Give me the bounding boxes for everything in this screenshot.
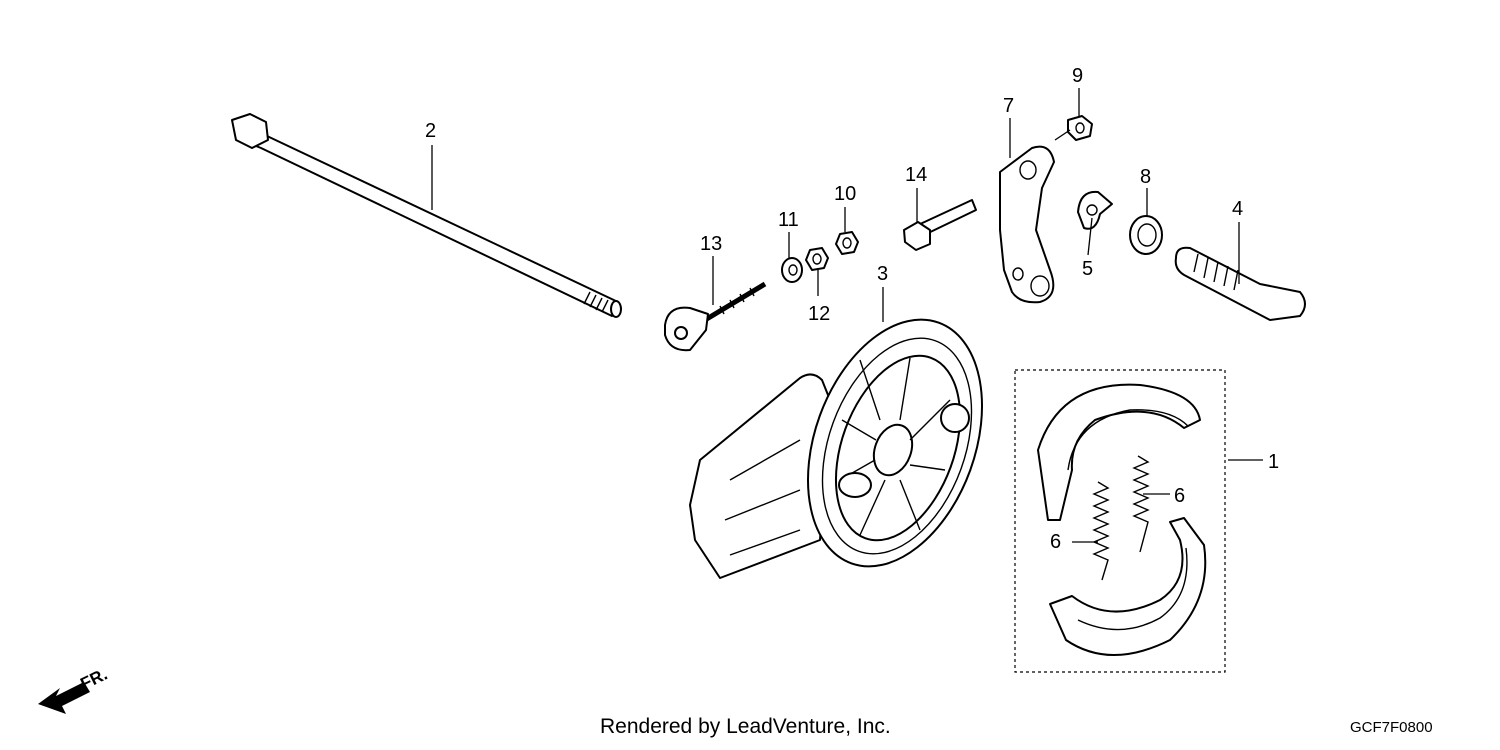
callout-2: 2 <box>425 120 436 142</box>
brake-panel-part-3[interactable] <box>689 295 1014 590</box>
callout-6b: 6 <box>1050 531 1061 553</box>
nut-part-11[interactable] <box>781 257 803 283</box>
bolt-part-14[interactable] <box>903 199 977 251</box>
spring-part-6-right[interactable] <box>1132 455 1150 553</box>
callout-8: 8 <box>1140 166 1151 188</box>
kit-boundary-part-1 <box>1014 369 1226 673</box>
brake-shoe-lower[interactable] <box>1049 517 1207 656</box>
callout-12: 12 <box>808 303 830 325</box>
callout-7: 7 <box>1003 95 1014 117</box>
callout-9: 9 <box>1072 65 1083 87</box>
callout-14: 14 <box>905 164 927 186</box>
nut-part-12[interactable] <box>805 247 829 271</box>
adjuster-bolt-part-13[interactable] <box>664 281 767 352</box>
spring-part-6-left[interactable] <box>1092 481 1110 581</box>
diagram-code: GCF7F0800 <box>1350 719 1433 736</box>
callout-11: 11 <box>778 209 799 231</box>
footer-credit: Rendered by LeadVenture, Inc. <box>600 715 891 738</box>
callout-3: 3 <box>877 263 888 285</box>
nut-part-10[interactable] <box>835 231 859 255</box>
callout-5: 5 <box>1082 258 1093 280</box>
brake-shoe-upper[interactable] <box>1037 383 1201 521</box>
callout-1: 1 <box>1268 451 1279 473</box>
callout-4: 4 <box>1232 198 1243 220</box>
brake-cam-part-4[interactable] <box>1174 246 1306 321</box>
brake-arm-part-7[interactable] <box>999 145 1055 304</box>
leader-lines <box>431 88 1263 543</box>
callout-13: 13 <box>700 233 722 255</box>
callout-6a: 6 <box>1174 485 1185 507</box>
front-direction-arrow-icon: FR. <box>38 665 110 714</box>
nut-part-9[interactable] <box>1067 115 1093 141</box>
axle-part-2[interactable] <box>231 113 622 318</box>
seal-part-8[interactable] <box>1129 215 1163 255</box>
indicator-plate-part-5[interactable] <box>1077 190 1113 230</box>
callout-10: 10 <box>834 183 856 205</box>
